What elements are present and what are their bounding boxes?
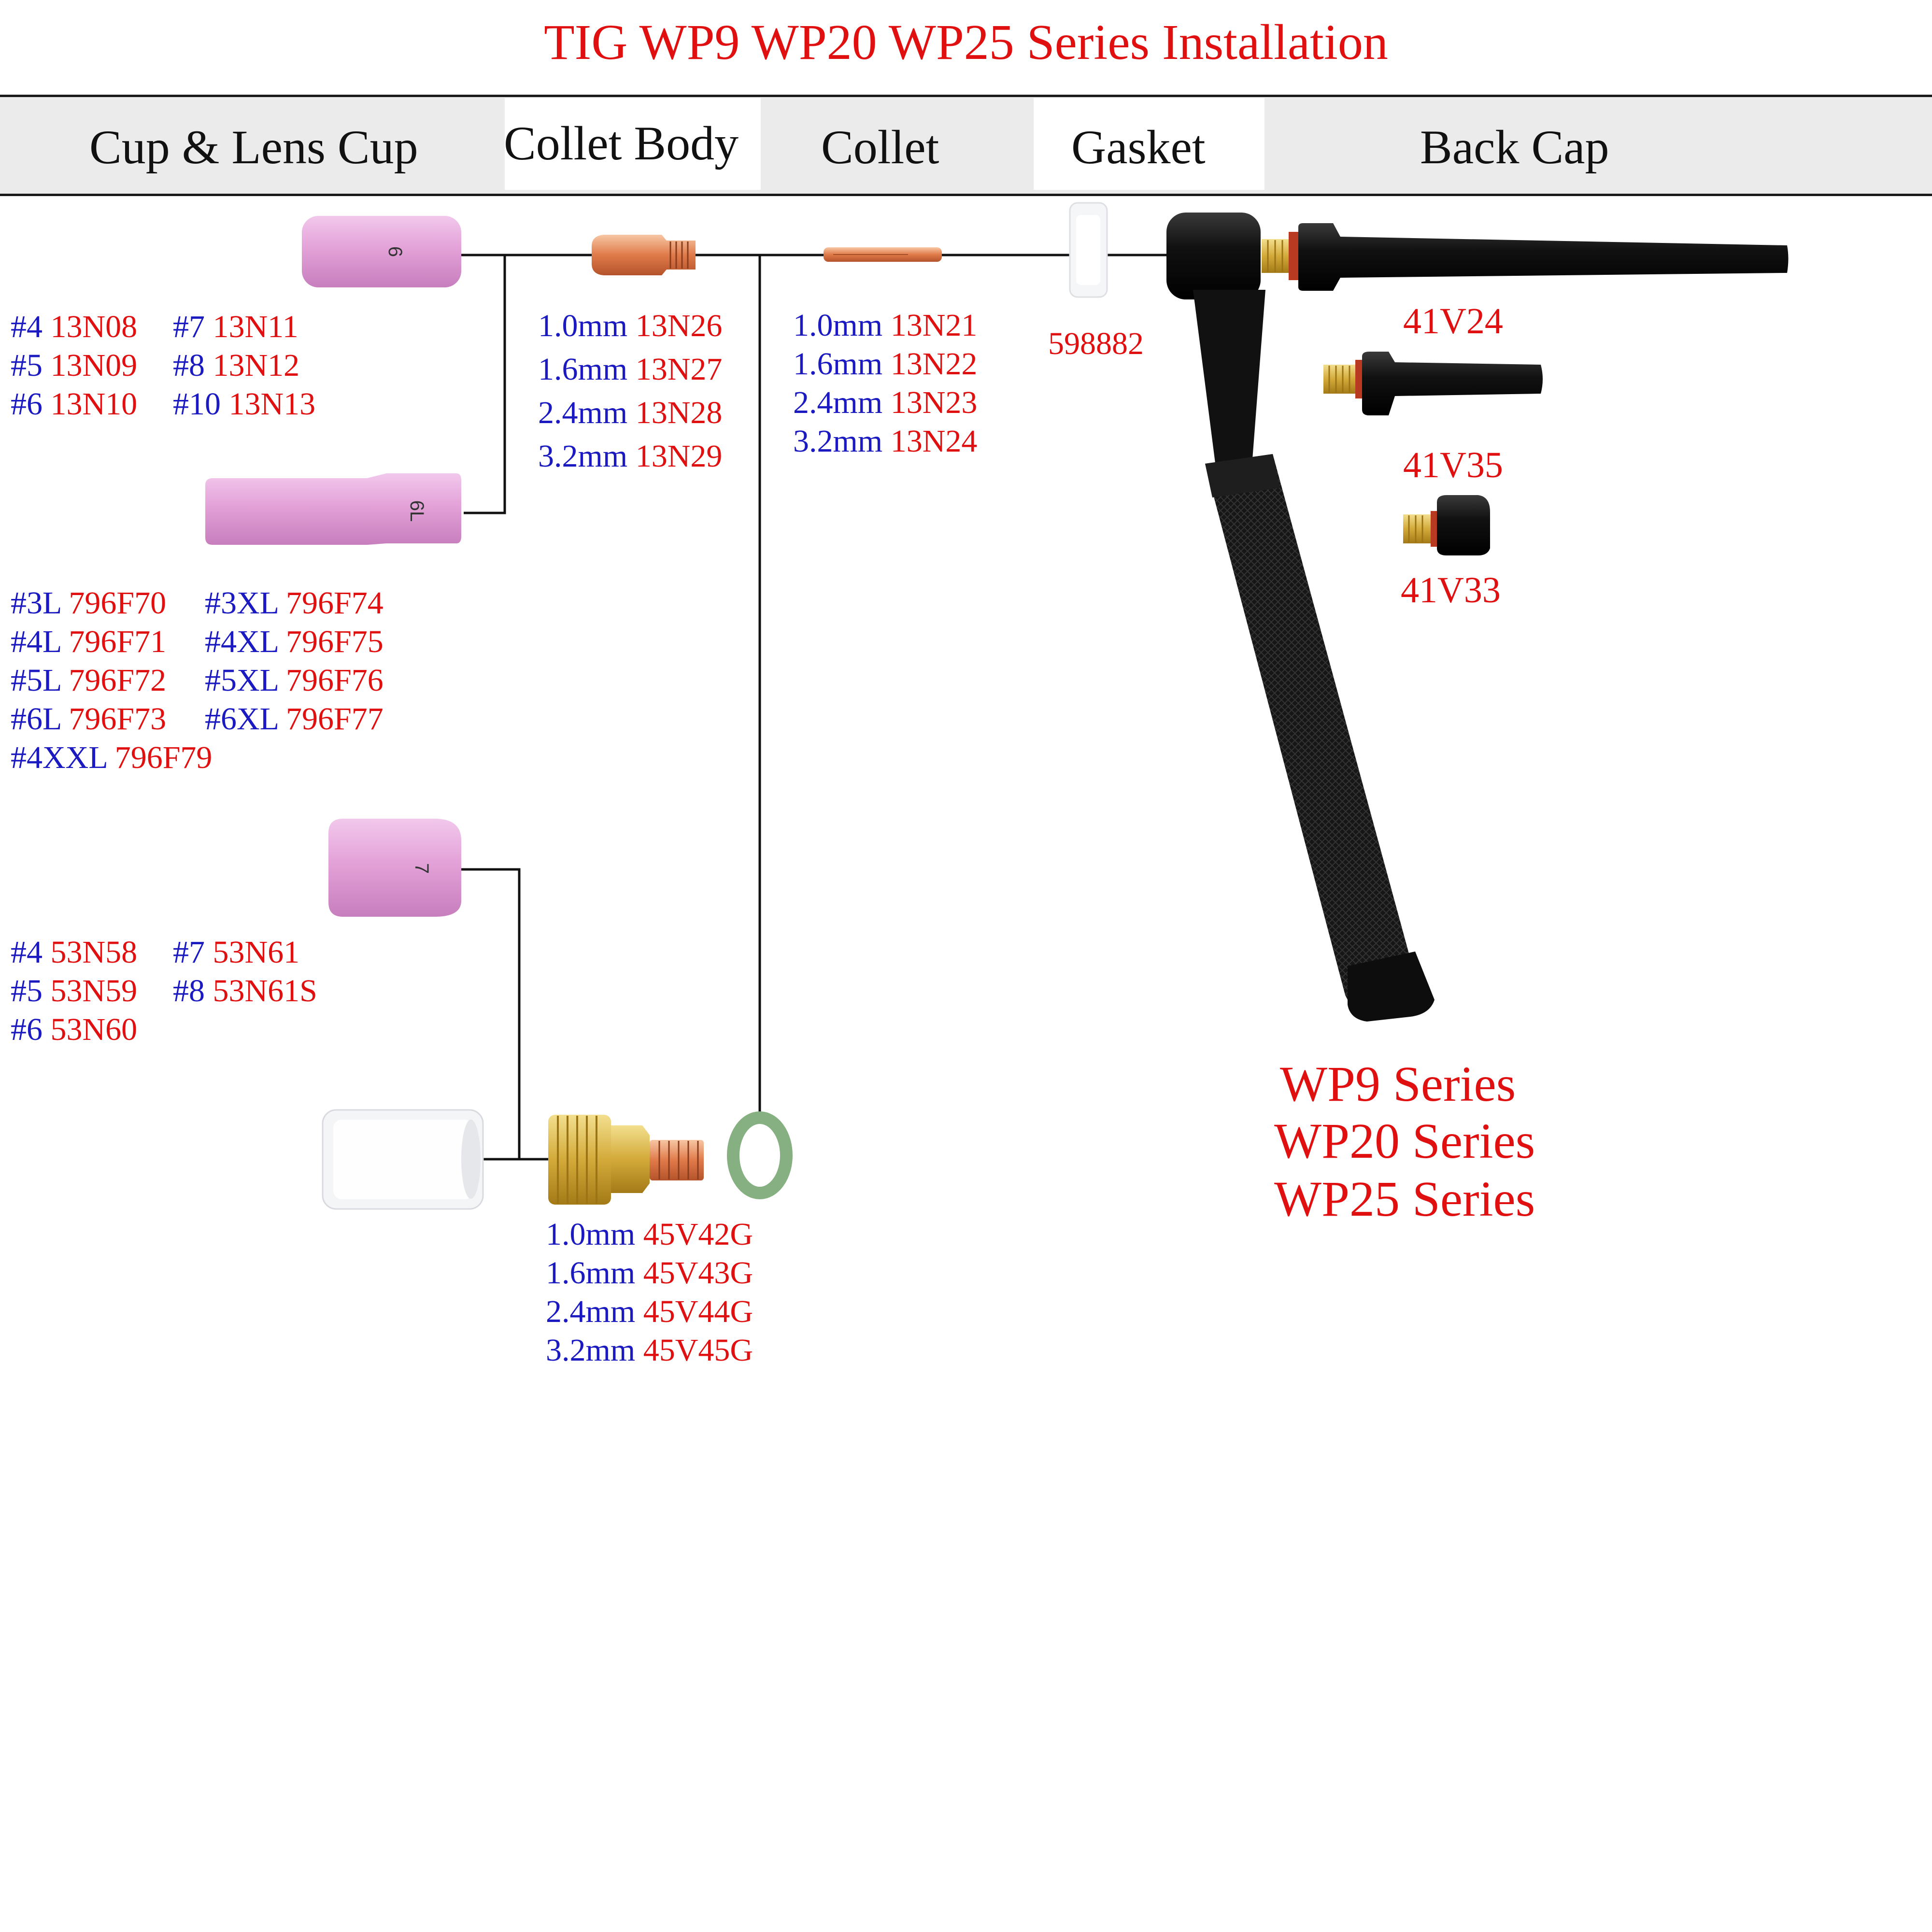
series-label-wp20: WP20 Series [1274, 1113, 1535, 1169]
list-item: 3.2mm 45V45G [546, 1333, 753, 1368]
torch-body [1166, 213, 1435, 1022]
o-ring [727, 1111, 793, 1199]
header-collet: Collet [821, 120, 939, 174]
list-item: #8 53N61S [173, 973, 317, 1009]
cup-long-list-2: #3XL 796F74 #4XL 796F75 #5XL 796F76 #6XL… [205, 584, 384, 739]
back-cap-long [1298, 223, 1789, 291]
list-item: #4 13N08 [11, 309, 138, 344]
list-item: 3.2mm 13N24 [793, 424, 978, 459]
header-gasket: Gasket [1071, 120, 1206, 174]
list-item: #5L 796F72 [11, 663, 167, 698]
collet-body-list: 1.0mm 13N26 1.6mm 13N27 2.4mm 13N28 3.2m… [538, 304, 722, 478]
back-cap-long-label: 41V24 [1403, 301, 1503, 341]
gas-lens-list: 1.0mm 45V42G 1.6mm 45V43G 2.4mm 45V44G 3… [546, 1215, 753, 1370]
header-back-cap: Back Cap [1420, 120, 1609, 174]
list-item: 1.0mm 45V42G [546, 1217, 753, 1252]
connector-lines [461, 254, 1169, 1161]
list-item: #5 13N09 [11, 348, 138, 383]
gasket-part-number: 598882 [1048, 326, 1144, 361]
list-item: #6L 796F73 [11, 701, 167, 737]
list-item: #6XL 796F77 [205, 701, 384, 737]
cup-std-list-2: #7 13N11 #8 13N12 #10 13N13 [173, 308, 315, 424]
list-item: 1.6mm 13N22 [793, 346, 978, 382]
alumina-cup-6: 6 [302, 216, 461, 287]
cup-std-list: #4 13N08 #5 13N09 #6 13N10 [11, 308, 137, 424]
list-item: #4L 796F71 [11, 624, 167, 659]
list-item: 1.6mm 45V43G [546, 1255, 753, 1291]
cup-lens-list: #4 53N58 #5 53N59 #6 53N60 [11, 933, 137, 1049]
back-cap-medium-label: 41V35 [1403, 445, 1503, 485]
list-item: 1.0mm 13N21 [793, 308, 978, 343]
alumina-cup-6l: 6L [205, 473, 461, 545]
list-item: #7 53N61 [173, 935, 300, 970]
list-item: #6 53N60 [11, 1012, 138, 1047]
list-item: #8 13N12 [173, 348, 300, 383]
header-collet-body: Collet Body [504, 116, 739, 170]
list-item: #4XXL 796F79 [11, 740, 213, 775]
list-item: 2.4mm 13N23 [793, 385, 978, 420]
list-item: 1.6mm 13N27 [538, 352, 723, 387]
list-item: #3L 796F70 [11, 585, 167, 621]
series-label-wp9: WP9 Series [1280, 1056, 1516, 1112]
page-title: TIG WP9 WP20 WP25 Series Installation [544, 14, 1388, 70]
collet-list: 1.0mm 13N21 1.6mm 13N22 2.4mm 13N23 3.2m… [793, 306, 977, 461]
cup-lens-number: 7 [411, 863, 432, 874]
cup-std-number: 6 [384, 246, 406, 257]
list-item: 1.0mm 13N26 [538, 308, 723, 343]
series-label-wp25: WP25 Series [1274, 1171, 1535, 1227]
list-item: #4 53N58 [11, 935, 138, 970]
header-highlight-collet-body [505, 98, 761, 190]
header-band [0, 95, 1932, 196]
list-item: 3.2mm 13N29 [538, 439, 723, 474]
list-item: #7 13N11 [173, 309, 298, 344]
gasket [1069, 202, 1108, 298]
gas-lens-body [548, 1115, 704, 1205]
back-cap-medium [1323, 352, 1543, 415]
glass-cup [322, 1109, 484, 1210]
cup-long-list: #3L 796F70 #4L 796F71 #5L 796F72 #6L 796… [11, 584, 212, 777]
list-item: 2.4mm 13N28 [538, 395, 723, 430]
list-item: #4XL 796F75 [205, 624, 384, 659]
list-item: #3XL 796F74 [205, 585, 384, 621]
cup-long-number: 6L [406, 500, 427, 522]
header-highlight-gasket [1034, 98, 1264, 190]
torch-head-thread [1262, 232, 1298, 280]
back-cap-short [1403, 495, 1490, 555]
list-item: #5 53N59 [11, 973, 138, 1009]
list-item: #5XL 796F76 [205, 663, 384, 698]
collet [824, 247, 942, 262]
list-item: #10 13N13 [173, 386, 316, 422]
back-cap-short-label: 41V33 [1401, 570, 1501, 611]
header-cup: Cup & Lens Cup [89, 120, 418, 174]
collet-body [592, 235, 696, 275]
list-item: #6 13N10 [11, 386, 138, 422]
list-item: 2.4mm 45V44G [546, 1294, 753, 1329]
cup-lens-list-2: #7 53N61 #8 53N61S [173, 933, 317, 1010]
alumina-cup-7: 7 [328, 819, 461, 917]
